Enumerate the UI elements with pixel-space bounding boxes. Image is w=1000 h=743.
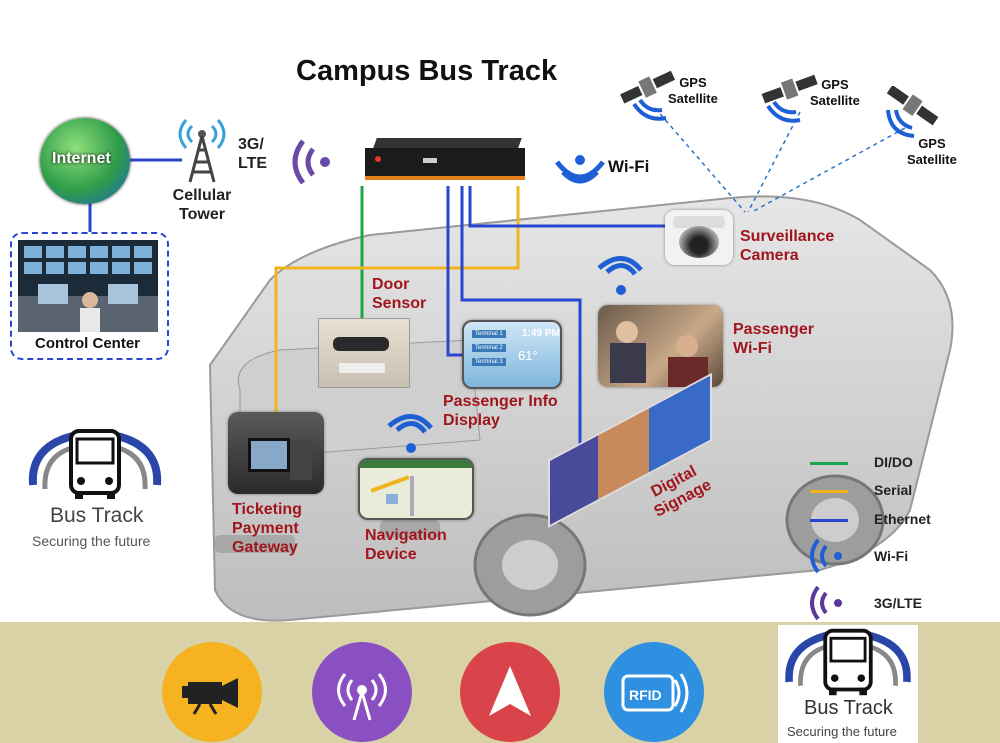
lte-label: 3G/ LTE xyxy=(238,136,268,172)
wifi-bus-icon xyxy=(597,256,643,295)
navigation-arrow-icon xyxy=(489,666,531,716)
video-camera-icon xyxy=(182,678,238,715)
rfid-icon-label: RFID xyxy=(629,687,662,703)
passenger-wifi-label: Passenger Wi-Fi xyxy=(733,321,814,357)
rfid-icon: RFID xyxy=(621,673,689,713)
legend-item-serial: Serial xyxy=(810,482,970,502)
control-center-image xyxy=(18,240,158,332)
info-terminal-1: Terminal 1 xyxy=(472,330,506,338)
passenger-wifi-image xyxy=(598,305,723,387)
bus-track-logo-icon xyxy=(28,429,162,499)
gps-satellite-icon-3 xyxy=(886,86,939,138)
info-terminal-3: Terminal 3 xyxy=(472,358,506,366)
legend-swatch-ethernet xyxy=(810,519,848,522)
internet-label: Internet xyxy=(52,150,111,167)
info-temp: 61° xyxy=(518,348,538,363)
mobile-dvr-device xyxy=(365,138,530,186)
gps-satellite-label-3: GPS Satellite xyxy=(907,136,957,167)
bus-track-logo-icon-bottom xyxy=(785,628,911,696)
navigation-button[interactable] xyxy=(460,642,560,742)
wifi-top-icon xyxy=(555,155,605,184)
info-time: 1:49 PM xyxy=(522,328,560,339)
info-terminal-2: Terminal 2 xyxy=(472,344,506,352)
surveillance-camera-label: Surveillance Camera xyxy=(740,228,835,264)
door-sensor-image xyxy=(318,318,410,388)
passenger-info-display: Terminal 1 Terminal 2 Terminal 3 1:49 PM… xyxy=(462,320,562,389)
rfid-button[interactable]: RFID xyxy=(604,642,704,742)
wifi-nav-icon xyxy=(387,414,433,453)
legend-lte-icon xyxy=(810,585,842,621)
legend-swatch-serial xyxy=(810,490,848,493)
gps-satellite-icon-1 xyxy=(620,70,676,121)
gps-satellite-icon-2 xyxy=(761,74,818,123)
legend-item-di-do: DI/DO xyxy=(810,454,970,474)
navigation-device-image xyxy=(358,458,474,520)
legend-item-ethernet: Ethernet xyxy=(810,511,970,531)
door-sensor-label: Door Sensor xyxy=(372,276,427,312)
legend-item-lte: 3G/LTE xyxy=(810,585,970,621)
lte-signal-icon xyxy=(292,139,330,185)
video-camera-button[interactable] xyxy=(162,642,262,742)
cellular-tower-icon xyxy=(178,119,226,183)
internet-globe xyxy=(40,118,130,204)
brand-name-bottom: Bus Track xyxy=(804,697,893,719)
cellular-tower-label: Cellular Tower xyxy=(172,187,232,223)
legend-item-wifi: Wi-Fi xyxy=(810,538,970,574)
brand-name-left: Bus Track xyxy=(50,504,144,527)
wifi-top-label: Wi-Fi xyxy=(608,157,650,176)
broadcast-icon xyxy=(337,673,387,721)
gps-satellite-label-2: GPS Satellite xyxy=(810,77,860,108)
control-center-label: Control Center xyxy=(35,335,140,352)
gps-satellite-label-1: GPS Satellite xyxy=(668,75,718,106)
legend: DI/DO Serial Ethernet Wi-Fi 3G/LTE xyxy=(810,450,970,621)
legend-wifi-icon xyxy=(810,538,842,574)
broadcast-button[interactable] xyxy=(312,642,412,742)
brand-tagline-left: Securing the future xyxy=(32,533,151,549)
ticketing-gateway-image xyxy=(228,412,324,494)
brand-tagline-bottom: Securing the future xyxy=(787,724,897,739)
navigation-label: Navigation Device xyxy=(365,527,447,563)
surveillance-camera-image xyxy=(665,210,733,265)
ticketing-label: Ticketing Payment Gateway xyxy=(232,501,302,556)
legend-swatch-di-do xyxy=(810,462,848,465)
passenger-info-label: Passenger Info Display xyxy=(443,393,558,429)
page-title: Campus Bus Track xyxy=(296,55,558,87)
